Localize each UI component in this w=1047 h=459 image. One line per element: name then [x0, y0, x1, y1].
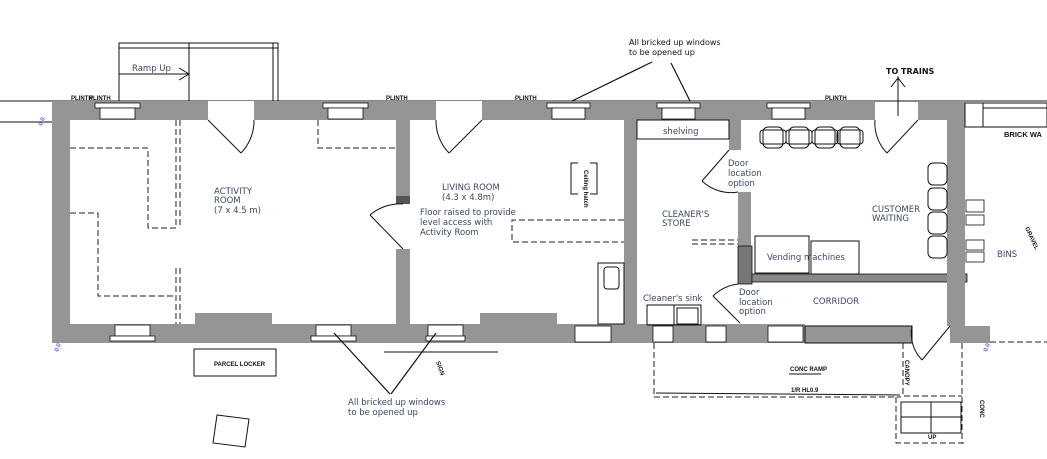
leader-lines: [333, 61, 691, 395]
cleaners-store-label: STORE: [662, 219, 691, 229]
living-room-size: (4.3 x 4.8m): [442, 193, 494, 203]
doors: [207, 119, 951, 361]
conc-ramp-label: CONC RAMP: [790, 367, 827, 373]
shelving: [636, 119, 730, 140]
door-option-label: Door: [739, 288, 760, 298]
conc-label: CONC: [978, 400, 984, 418]
windows-note-top: to be opened up: [629, 48, 695, 57]
level-mark: 0.0: [38, 116, 47, 127]
parcel-locker: [193, 348, 277, 377]
activity-room-size: (7 x 4.5 m): [214, 206, 261, 216]
plinth-label: PLINTH: [89, 96, 111, 102]
door-option-label: location: [728, 169, 762, 179]
door-option-label: option: [728, 179, 755, 189]
ceiling-hatch-label: Ceiling hatch: [582, 170, 588, 208]
cleaners-store-label: CLEANER'S: [662, 210, 709, 220]
windows-note-bottom: to be opened up: [348, 408, 418, 418]
living-room-label: LIVING ROOM: [442, 183, 500, 193]
sign-label: SIGN: [434, 361, 445, 377]
door-option-label: option: [739, 307, 766, 317]
bins-openings: [965, 199, 985, 263]
ramp-arrow-icon: [178, 67, 190, 81]
door-option-label: Door: [728, 159, 749, 169]
dashed-outlines: [70, 120, 738, 324]
handrail-label: 1/R HL0.9: [791, 388, 819, 394]
to-trains-arrow-icon: [890, 76, 906, 116]
chairs: [759, 126, 948, 259]
windows-note-bottom: All bricked up windows: [348, 398, 446, 408]
bin-box: [212, 414, 250, 448]
parcel-locker-label: PARCEL LOCKER: [214, 362, 266, 368]
appliance: [597, 262, 625, 325]
windows-note-top: All bricked up windows: [629, 38, 721, 47]
vending-machines: [754, 235, 860, 275]
shelving-label: shelving: [663, 127, 699, 137]
living-room-note: Floor raised to provide: [420, 208, 516, 218]
living-room-note: Activity Room: [420, 228, 479, 238]
bins-label: BINS: [997, 250, 1017, 260]
brick-wall-structure: [964, 102, 1047, 128]
to-trains-label: TO TRAINS: [886, 67, 935, 76]
door-option-label: location: [739, 298, 773, 308]
customer-waiting-label: CUSTOMER: [872, 205, 920, 215]
up-label: UP: [928, 435, 936, 441]
canopy-label: CANOPY: [903, 360, 909, 386]
external-ramp: [653, 343, 966, 444]
plinth-label: PLINTH: [515, 96, 537, 102]
cleaners-sink: [646, 304, 702, 326]
activity-room-label: ROOM: [214, 196, 241, 206]
plinth-label: PLINTH: [825, 96, 847, 102]
activity-room-label: ACTIVITY: [214, 187, 253, 197]
plinth-label: PLINTH: [386, 96, 408, 102]
vending-machines-label: Vending machines: [767, 253, 846, 263]
gravel-label: GRAVEL: [1023, 226, 1039, 251]
ramp-up-label: Ramp Up: [132, 64, 171, 74]
windows: [94, 102, 811, 343]
brick-wall-label: BRICK WA: [1004, 130, 1042, 139]
level-mark: 0.0: [54, 342, 63, 353]
plinth-label: PLINTH: [71, 96, 93, 102]
level-mark: 0.0: [983, 342, 992, 353]
ceiling-hatch: Ceiling hatch: [570, 162, 598, 208]
corridor-label: CORRIDOR: [813, 297, 859, 307]
openings: [208, 101, 482, 120]
cleaners-sink-label: Cleaner's sink: [643, 294, 702, 304]
customer-waiting-label: WAITING: [872, 214, 909, 224]
living-room-note: level access with: [420, 218, 492, 228]
